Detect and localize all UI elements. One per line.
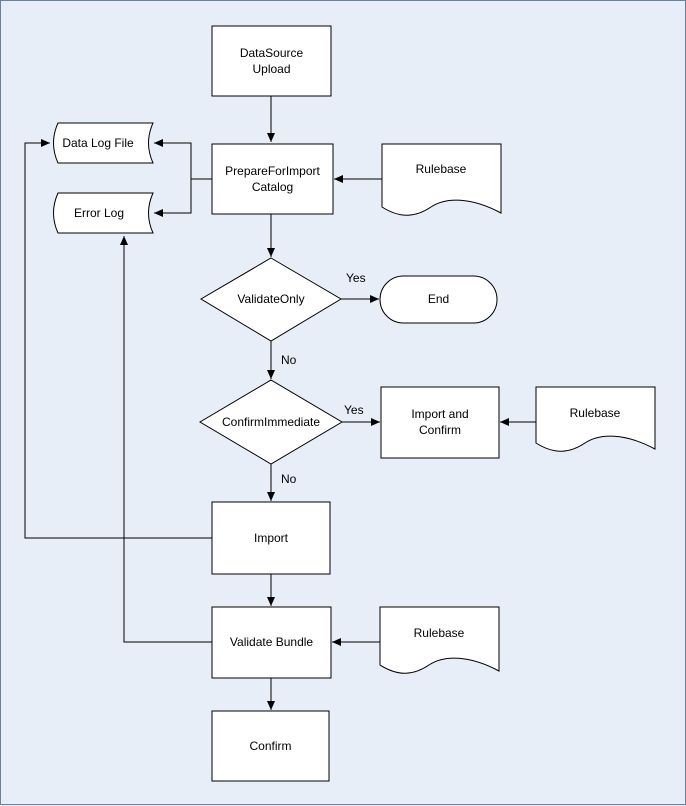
node-confirm-immediate: ConfirmImmediate: [199, 379, 343, 465]
node-rulebase-2: Rulebase: [535, 386, 656, 452]
node-datasource-upload: DataSource Upload: [211, 25, 332, 97]
node-validate-only-label: ValidateOnly: [237, 292, 304, 306]
node-prepare-for-import: PrepareForImport Catalog: [211, 143, 334, 215]
node-import-and-confirm-line1: Import and: [411, 407, 468, 421]
edge-prepare-to-datalog: [154, 139, 212, 180]
node-end-label: End: [428, 292, 449, 306]
edge-prepare-to-errorlog: [154, 179, 192, 217]
edge-validatebundle-to-errorlog: [120, 236, 212, 643]
node-error-log: Error Log: [53, 192, 154, 234]
connectors: [24, 96, 536, 710]
edge-label-confirmimmediate-yes: Yes: [344, 403, 364, 417]
node-import-label: Import: [254, 531, 289, 545]
node-confirm: Confirm: [211, 710, 330, 782]
node-import-and-confirm: Import and Confirm: [380, 386, 500, 459]
node-validate-only: ValidateOnly: [200, 257, 342, 342]
node-rulebase-1-label: Rulebase: [416, 162, 467, 176]
node-import-and-confirm-line2: Confirm: [419, 423, 461, 437]
edge-label-validateonly-yes: Yes: [346, 271, 366, 285]
node-rulebase-2-label: Rulebase: [570, 406, 621, 420]
node-rulebase-3: Rulebase: [379, 606, 500, 674]
node-rulebase-1: Rulebase: [381, 143, 502, 216]
node-rulebase-3-label: Rulebase: [414, 626, 465, 640]
node-confirm-immediate-label: ConfirmImmediate: [222, 415, 320, 429]
node-validate-bundle-label: Validate Bundle: [230, 635, 314, 649]
edge-import-to-datalog: [24, 139, 212, 539]
node-data-log-file: Data Log File: [53, 122, 154, 164]
node-error-log-label: Error Log: [74, 206, 124, 220]
node-end: End: [379, 275, 498, 324]
edge-label-validateonly-no: No: [281, 353, 297, 367]
node-datasource-upload-line1: DataSource: [240, 46, 304, 60]
node-confirm-label: Confirm: [249, 739, 291, 753]
node-data-log-file-label: Data Log File: [62, 136, 134, 150]
edge-label-confirmimmediate-no: No: [281, 472, 297, 486]
node-validate-bundle: Validate Bundle: [211, 606, 332, 679]
node-prepare-line2: Catalog: [252, 180, 293, 194]
node-prepare-line1: PrepareForImport: [225, 164, 320, 178]
node-datasource-upload-line2: Upload: [252, 62, 290, 76]
node-import: Import: [211, 501, 331, 575]
